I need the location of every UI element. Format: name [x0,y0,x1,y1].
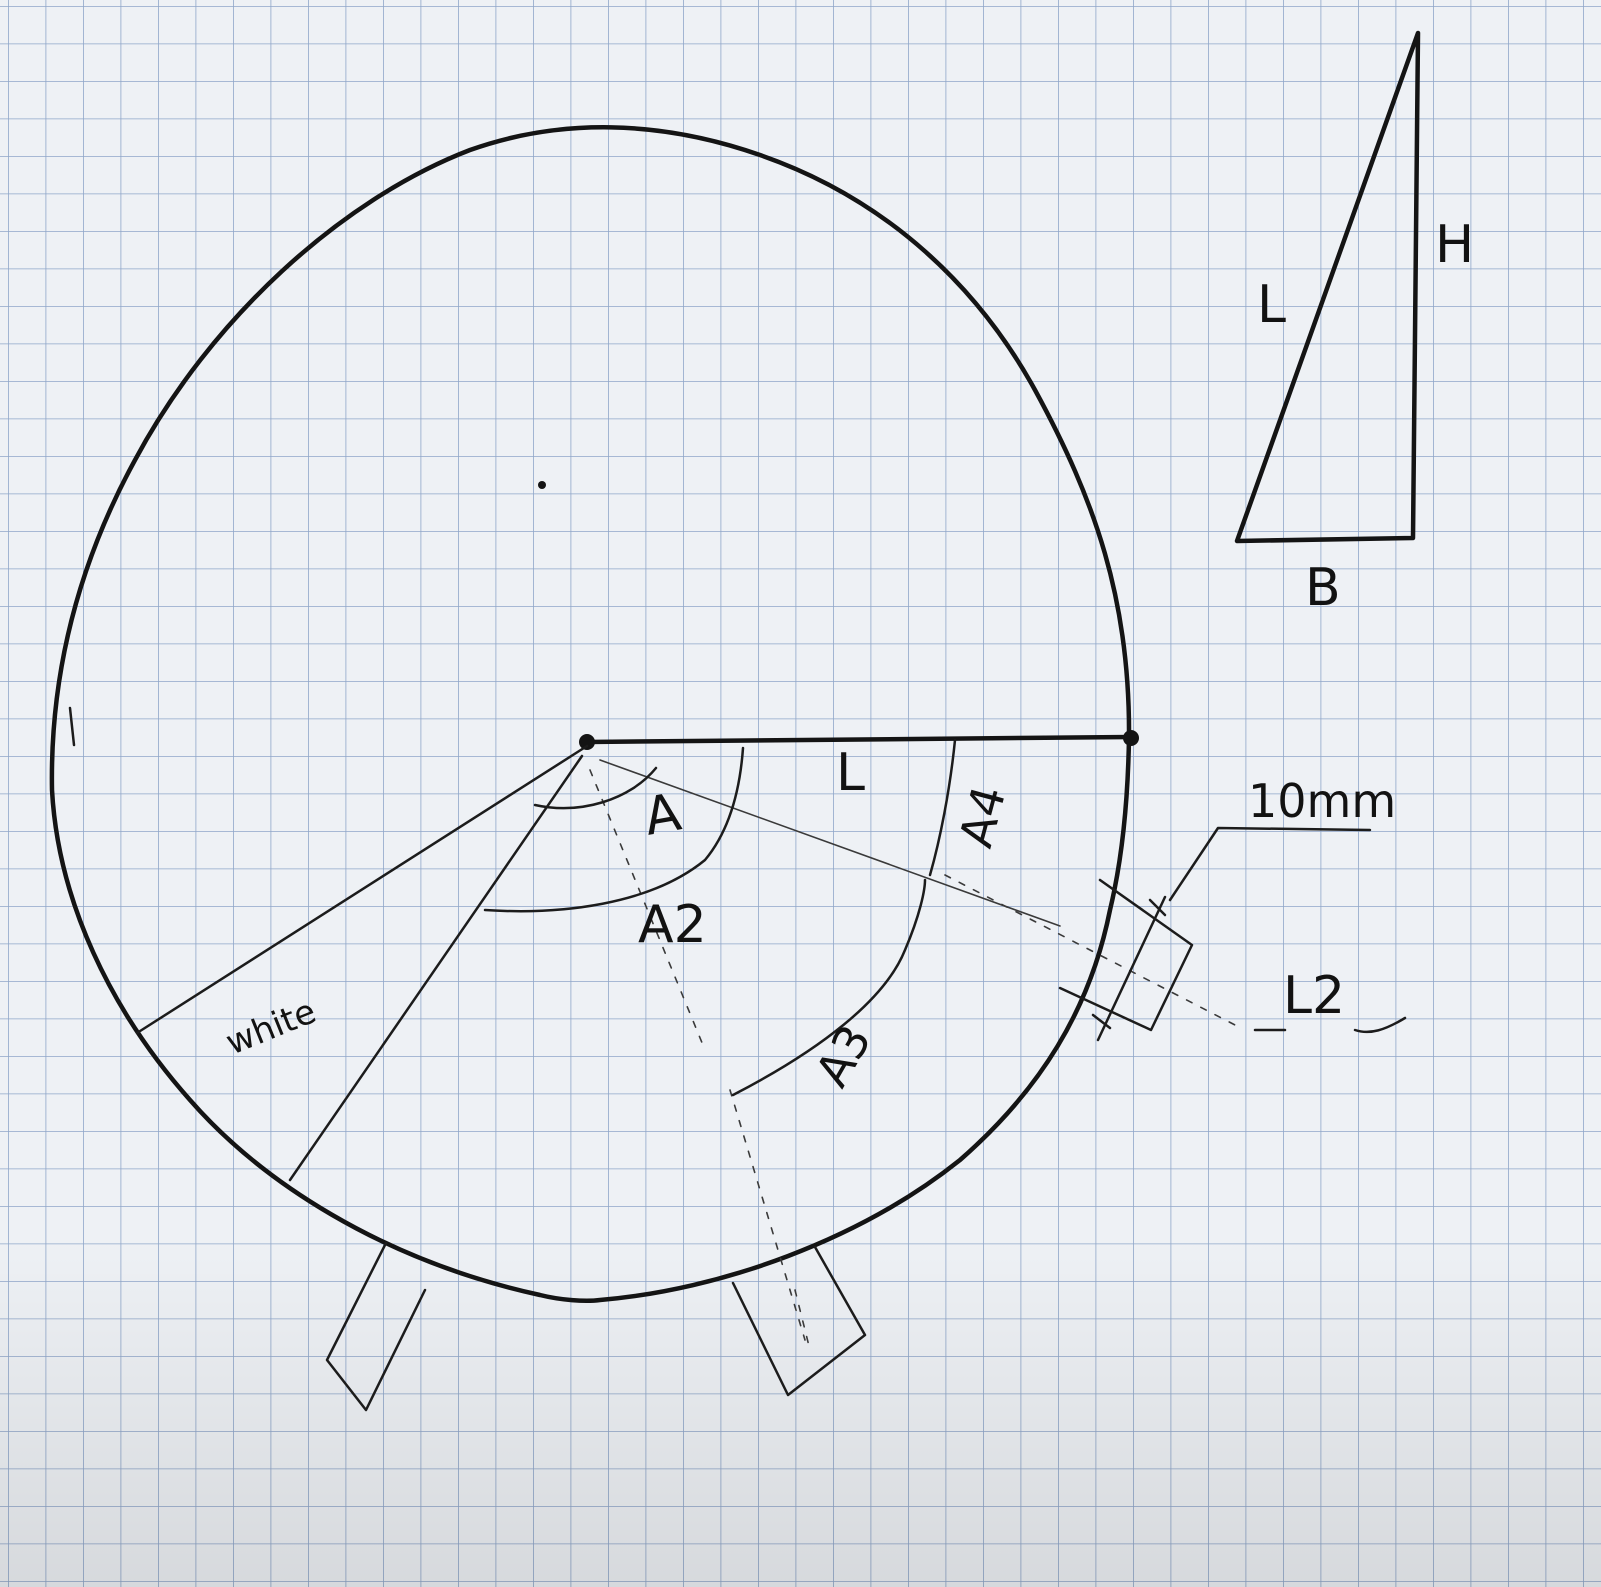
tab-bottom-left [325,1241,427,1412]
white-segment-lower-edge [288,754,584,1182]
tab-right [1058,878,1194,1042]
label-triangle-l: L [1257,275,1286,335]
arc-a3 [731,878,927,1097]
arc-a4 [928,738,957,877]
arc-a [533,766,658,810]
white-segment-upper-edge [135,744,589,1035]
label-tab-width: 10mm [1248,774,1396,828]
center-point [538,481,546,489]
label-l2: L2 [1283,966,1345,1026]
guide-line-4 [944,874,1236,1026]
label-triangle-h: H [1435,215,1474,275]
reference-triangle [1234,30,1421,544]
l2-underline [1253,1016,1407,1034]
circle-left-tick [68,706,76,747]
label-radius-l: L [836,743,865,803]
radius-line-l [584,734,1134,745]
circle-outline [49,125,1132,1304]
radius-start-point [579,734,595,750]
tab-bottom-right [731,1245,867,1397]
guide-line-3 [729,1089,806,1341]
guide-line-1 [599,759,1061,927]
label-angle-a2: A2 [638,895,707,955]
label-triangle-b: B [1305,558,1341,618]
guide-line-2 [589,769,706,1051]
radius-end-point [1123,730,1139,746]
tab-width-leader [1168,826,1372,902]
arc-a2 [483,746,745,913]
